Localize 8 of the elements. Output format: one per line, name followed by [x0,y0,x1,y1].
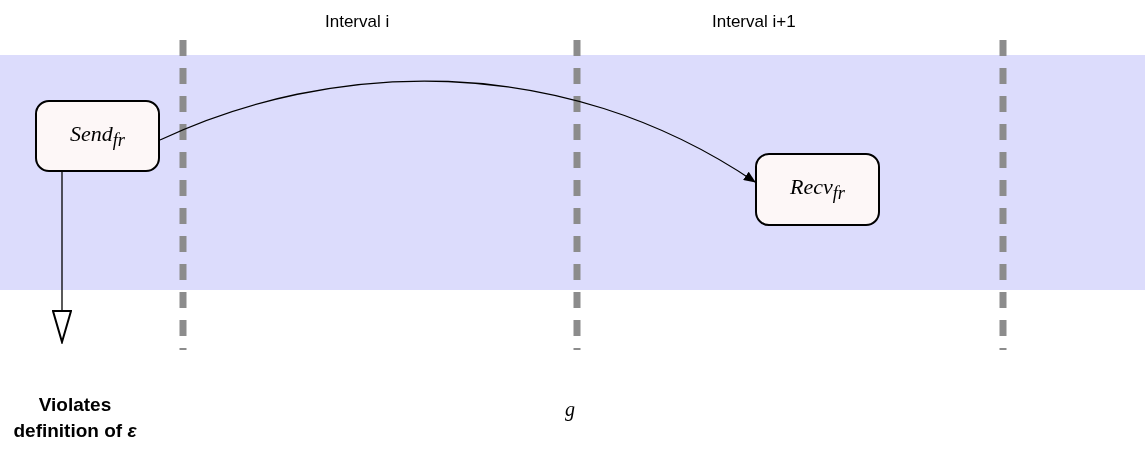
variable-label: g [565,398,575,421]
arrow [159,80,756,183]
interval-label: Interval i+1 [712,12,796,32]
interval-label: Interval i [325,12,390,32]
event-box: Send$_{fr}$ [35,100,160,172]
note-text: Violates definition of ε [0,380,150,455]
arrow [52,171,72,343]
event-box: Recv$_{fr}$ [755,153,880,226]
